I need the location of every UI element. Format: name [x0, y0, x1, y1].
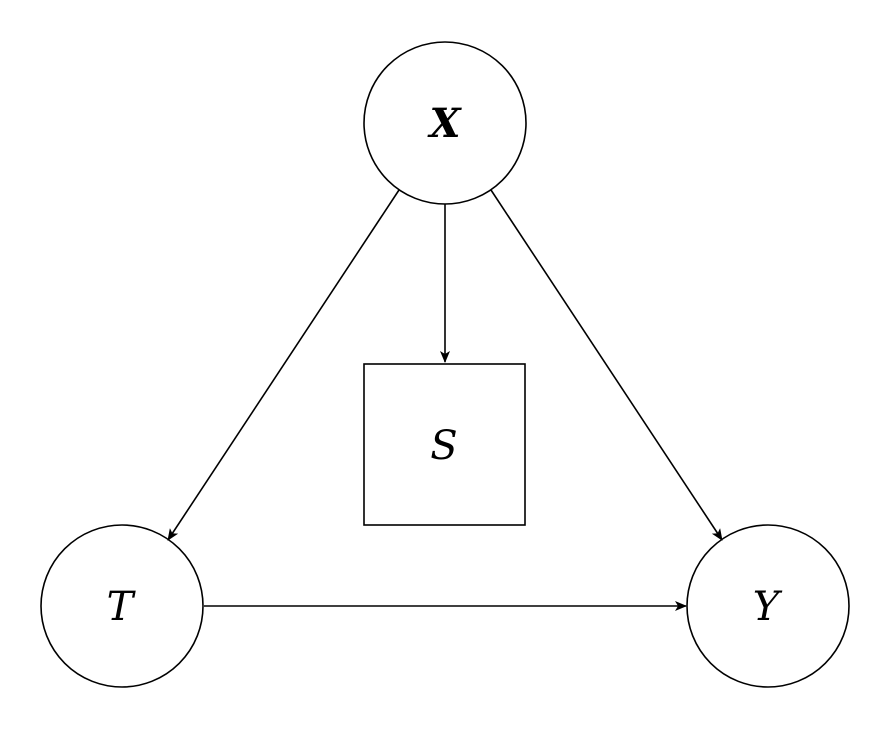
node-t-label: T: [107, 584, 137, 630]
node-s-label: S: [430, 423, 457, 469]
node-x: X: [363, 41, 527, 205]
node-t: T: [40, 524, 204, 688]
node-y-label: Y: [753, 584, 783, 630]
node-x-label: X: [426, 100, 462, 147]
edge-x-y: [490, 189, 723, 541]
node-y: Y: [686, 524, 850, 688]
edge-x-t: [167, 189, 400, 541]
node-s: S: [363, 363, 526, 526]
